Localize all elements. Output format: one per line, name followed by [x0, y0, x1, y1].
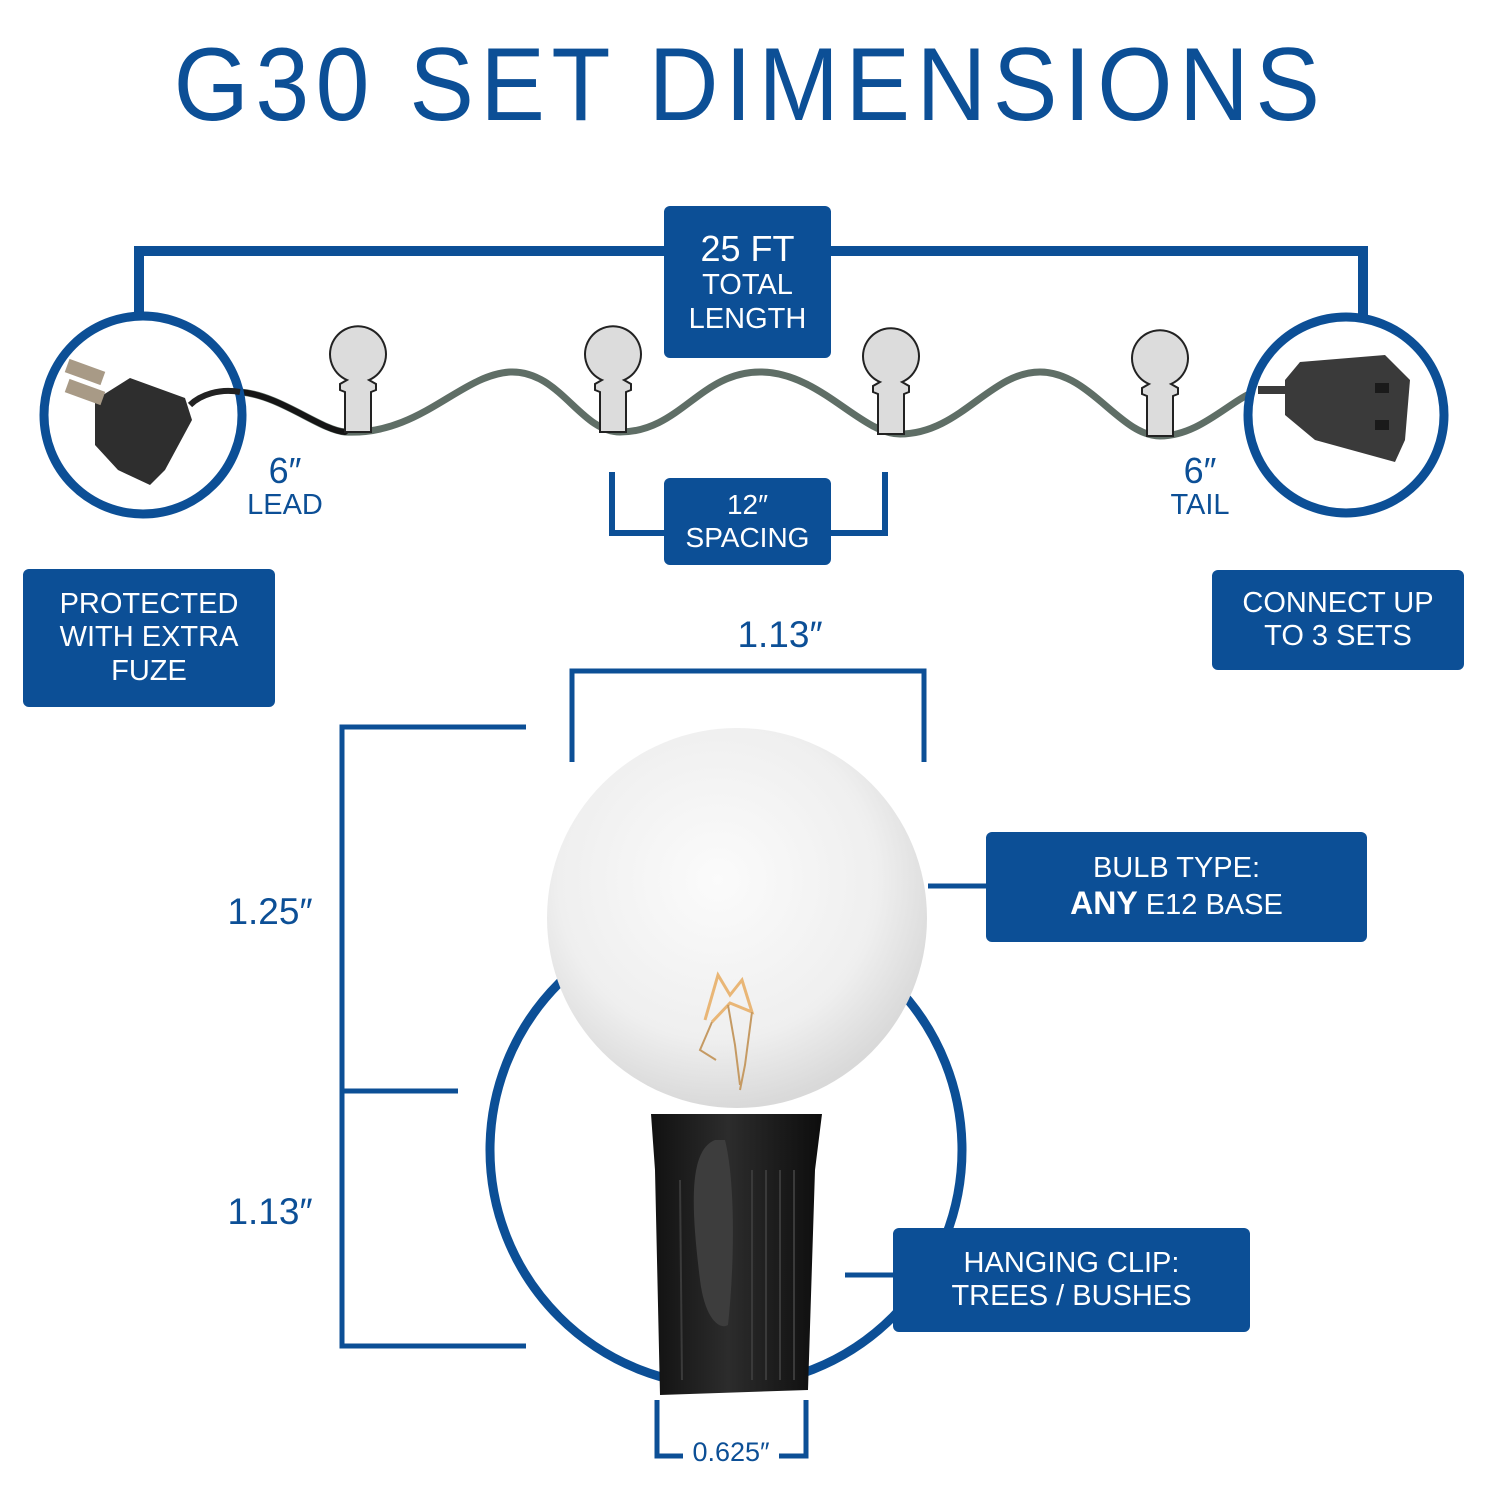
connect-callout: CONNECT UP TO 3 SETS — [1212, 570, 1464, 670]
total-length-box: 25 FT TOTAL LENGTH — [664, 206, 831, 358]
bulb-icon — [329, 325, 387, 433]
female-plug-icon — [1258, 355, 1410, 462]
height-bracket — [339, 724, 526, 1349]
filament — [698, 971, 755, 1091]
tail-text: TAIL — [1170, 488, 1230, 521]
bulb-globe — [547, 728, 927, 1108]
total-length-bracket-left — [134, 246, 664, 316]
total-length-label-2: LENGTH — [688, 302, 807, 335]
base-height-label: 1.13″ — [227, 1191, 313, 1232]
lead-wire — [237, 389, 348, 435]
fuse-callout: PROTECTED WITH EXTRA FUZE — [23, 569, 275, 707]
bulb-type-any: ANY — [1070, 885, 1138, 921]
page-title: G30 SET DIMENSIONS — [173, 27, 1327, 143]
total-length-bracket-right — [831, 246, 1368, 316]
clip-callout: HANGING CLIP: TREES / BUSHES — [893, 1228, 1250, 1332]
spacing-box: 12″ SPACING — [664, 478, 831, 565]
lead-text: LEAD — [247, 488, 323, 521]
bulb-type-callout: BULB TYPE: ANY E12 BASE — [986, 832, 1367, 942]
clip-line-2: TREES / BUSHES — [951, 1280, 1192, 1312]
total-length-value: 25 FT — [700, 227, 795, 269]
base-width-bracket-right — [775, 1400, 809, 1459]
spacing-label: SPACING — [685, 521, 810, 553]
lead-label: 6″ LEAD — [230, 450, 340, 521]
tail-label: 6″ TAIL — [1150, 450, 1250, 521]
fuse-line-2: WITH EXTRA — [59, 621, 239, 654]
bulb-icon — [1131, 329, 1189, 437]
base-ribs — [679, 1170, 795, 1381]
bulb-icon — [584, 325, 642, 433]
connect-line-2: TO 3 SETS — [1264, 620, 1412, 652]
base-width-label: 0.625″ — [683, 1438, 779, 1466]
base-width-bracket-left — [654, 1400, 688, 1459]
spacing-value: 12″ — [726, 489, 769, 521]
bulb-type-base: E12 BASE — [1145, 889, 1283, 921]
connect-line-1: CONNECT UP — [1242, 586, 1434, 619]
lead-value: 6″ — [268, 450, 302, 491]
hanging-clip — [693, 1140, 733, 1327]
bulb-type-line-1: BULB TYPE: — [1092, 851, 1261, 884]
globe-height-label: 1.25″ — [227, 891, 313, 932]
bulb-type-line-2: ANY E12 BASE — [1070, 885, 1283, 922]
bulb-base — [651, 1114, 822, 1395]
spacing-bracket-right — [831, 472, 888, 536]
bulb-width-label: 1.13″ — [737, 614, 823, 655]
fuse-line-1: PROTECTED — [59, 587, 239, 620]
fuse-line-3: FUZE — [111, 654, 187, 687]
clip-line-1: HANGING CLIP: — [963, 1246, 1180, 1279]
male-plug-icon — [64, 358, 241, 485]
bulb-icon — [862, 327, 920, 435]
tail-value: 6″ — [1183, 450, 1217, 491]
width-bracket — [569, 668, 927, 762]
total-length-label-1: TOTAL — [702, 269, 793, 302]
wire — [236, 368, 1262, 440]
spacing-bracket-left — [609, 472, 664, 536]
